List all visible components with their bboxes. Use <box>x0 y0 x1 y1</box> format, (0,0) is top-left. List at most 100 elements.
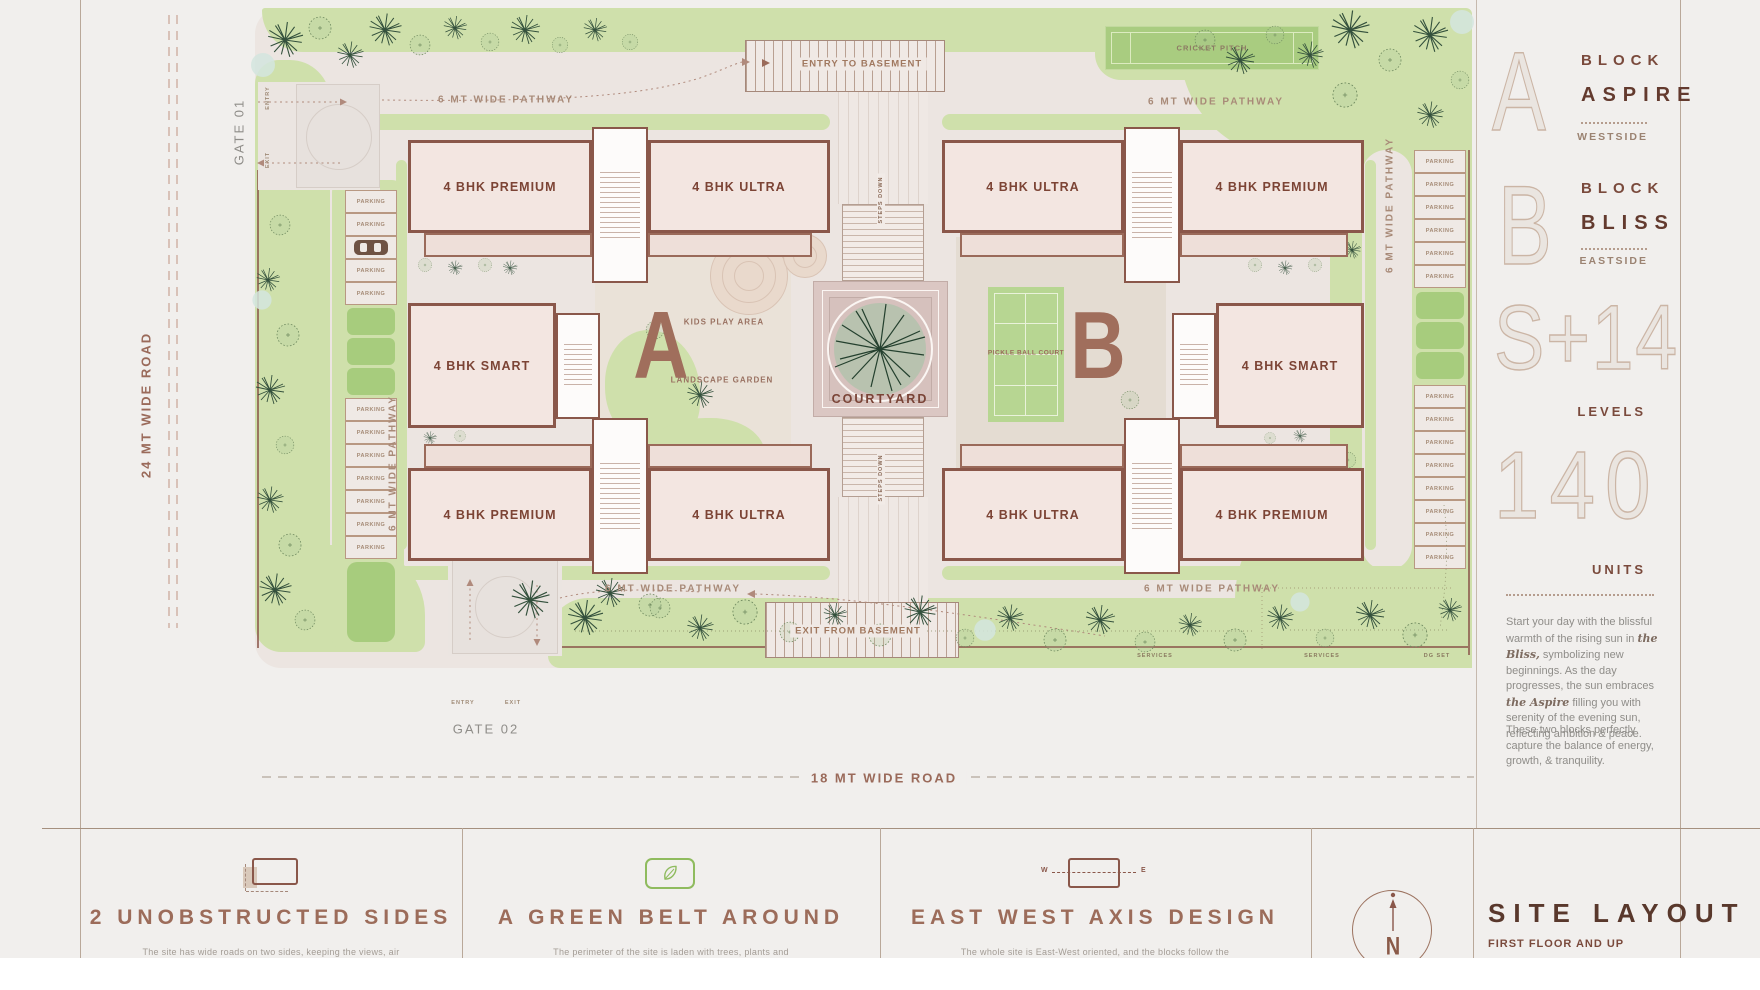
landscape-garden-label: LANDSCAPE GARDEN <box>670 375 774 385</box>
sliver-top-a <box>360 114 830 130</box>
para1-em-aspire: the Aspire <box>1506 695 1570 709</box>
sliver-right-b <box>1365 160 1376 550</box>
green-parking-cell <box>1416 322 1464 349</box>
core-a-top <box>592 127 648 283</box>
footer-divider-4 <box>1473 828 1474 958</box>
road-left-label: 24 MT WIDE ROAD <box>138 331 154 479</box>
frame-line-right <box>1680 0 1681 958</box>
green-belt-icon <box>645 858 697 892</box>
icon1-dash-bottom <box>246 891 288 892</box>
unit-a2-balcony <box>648 233 812 257</box>
icon3-e-label: E <box>1141 867 1146 874</box>
core-a-bottom <box>592 418 648 574</box>
green-parking-strip <box>347 562 395 642</box>
footer-divider-2 <box>880 828 881 958</box>
sidebar-letter-a: A <box>1491 29 1546 154</box>
parking-stall: PARKING <box>1414 454 1466 477</box>
steps-down-label-bottom: STEPS DOWN <box>877 451 885 505</box>
parking-stall: PARKING <box>345 259 397 282</box>
para1-text-1: Start your day with the blissful warmth … <box>1506 616 1653 645</box>
unit-b3 <box>1216 303 1364 428</box>
parking-stall: PARKING <box>1414 431 1466 454</box>
pickle-center-line <box>1025 293 1027 416</box>
unit-label-a3: 4 BHK SMART <box>433 359 531 373</box>
parking-stall: PARKING <box>345 190 397 213</box>
gate2-exit-label: EXIT <box>504 700 522 706</box>
courtyard-ring-1 <box>822 290 939 408</box>
feature-title-1: 2 UNOBSTRUCTED SIDES <box>89 906 453 929</box>
unit-a5-balcony <box>648 444 812 468</box>
para1-em-bliss: the Bliss, <box>1506 631 1658 662</box>
sidebar-levels-value: S+14 <box>1493 287 1679 389</box>
footer-divider-3 <box>1311 828 1312 958</box>
icon3-rect <box>1068 858 1120 888</box>
gate1-exit-label: EXIT <box>265 151 271 169</box>
services-label-2: SERVICES <box>1304 653 1340 659</box>
parking-stall: PARKING <box>1414 523 1466 546</box>
road-bottom-label: 18 MT WIDE ROAD <box>800 770 968 786</box>
unit-b4-balcony <box>960 444 1124 468</box>
unit-a1 <box>408 140 592 233</box>
frame-line-footer <box>42 828 1760 829</box>
pathway-label-top-left: 6 MT WIDE PATHWAY <box>437 94 575 106</box>
para1-text-2: symbolizing new beginnings. As the day p… <box>1506 649 1654 692</box>
icon1-rect <box>252 858 298 885</box>
icon2-rect <box>645 858 695 889</box>
east-west-icon: W E <box>1041 858 1146 892</box>
parking-stall: PARKING <box>345 398 397 421</box>
gate2-entry-label: ENTRY <box>451 700 475 706</box>
parking-stall: PARKING <box>345 536 397 559</box>
cricket-crease-right <box>1293 32 1294 64</box>
unit-a5 <box>648 468 830 561</box>
gate2-label: GATE 02 <box>452 721 520 737</box>
unit-label-b5: 4 BHK PREMIUM <box>1215 508 1329 522</box>
block-a-letter: A <box>633 292 689 399</box>
boundary-wall-right <box>1468 150 1470 655</box>
unit-b5-balcony <box>1180 444 1348 468</box>
steps-down-label-top: STEPS DOWN <box>877 173 885 227</box>
stairs-hatch <box>564 343 592 389</box>
sidebar-bliss-label: BLISS <box>1581 212 1675 234</box>
unit-label-a2: 4 BHK ULTRA <box>692 180 786 194</box>
stairs-hatch <box>1132 171 1172 239</box>
parking-stall: PARKING <box>345 467 397 490</box>
stairs-hatch <box>600 171 640 239</box>
stairs-hatch <box>1180 343 1208 389</box>
core-b-bottom <box>1124 418 1180 574</box>
unit-a1-balcony <box>424 233 592 257</box>
unit-b4 <box>942 468 1124 561</box>
sidebar-eastside-label: EASTSIDE <box>1579 255 1648 267</box>
parking-stall: PARKING <box>345 490 397 513</box>
unit-label-a1: 4 BHK PREMIUM <box>443 180 557 194</box>
sliver-left-a <box>396 160 407 550</box>
sliver-top-b <box>942 114 1412 130</box>
feature-title-3: EAST WEST AXIS DESIGN <box>911 906 1279 929</box>
sidebar-levels-label: LEVELS <box>1577 404 1646 419</box>
boundary-wall-bottom <box>558 646 1468 648</box>
sidebar-westside-label: WESTSIDE <box>1577 131 1648 143</box>
gate1-label: GATE 01 <box>231 98 247 166</box>
gate1-plaza-circle <box>306 104 372 170</box>
unit-a4-balcony <box>424 444 592 468</box>
frame-line-left <box>80 0 81 958</box>
parking-stall: PARKING <box>1414 385 1466 408</box>
unit-label-b3: 4 BHK SMART <box>1241 359 1339 373</box>
green-parking-cell <box>347 308 395 335</box>
parking-stall: PARKING <box>1414 219 1466 242</box>
sidebar-letter-b: B <box>1497 163 1552 288</box>
pathway-label-left-vertical: 6 MT WIDE PATHWAY <box>387 394 399 532</box>
compass-needle-icon <box>1389 892 1397 931</box>
unit-label-b1: 4 BHK ULTRA <box>986 180 1080 194</box>
pickle-court <box>988 287 1064 422</box>
kids-circles-large-3 <box>734 261 764 291</box>
parking-stall: PARKING <box>345 513 397 536</box>
icon1-dash-left <box>245 864 246 891</box>
courtyard-label: COURTYARD <box>831 392 929 406</box>
feature-desc-1: The site has wide roads on two sides, ke… <box>142 947 400 957</box>
stairs-hatch <box>1132 462 1172 530</box>
compass-n-label: N <box>1385 932 1401 961</box>
sidebar-paragraph-1: Start your day with the blissful warmth … <box>1506 615 1658 742</box>
exit-basement-label: EXIT FROM BASEMENT <box>790 624 926 638</box>
entry-ramp <box>745 40 945 92</box>
